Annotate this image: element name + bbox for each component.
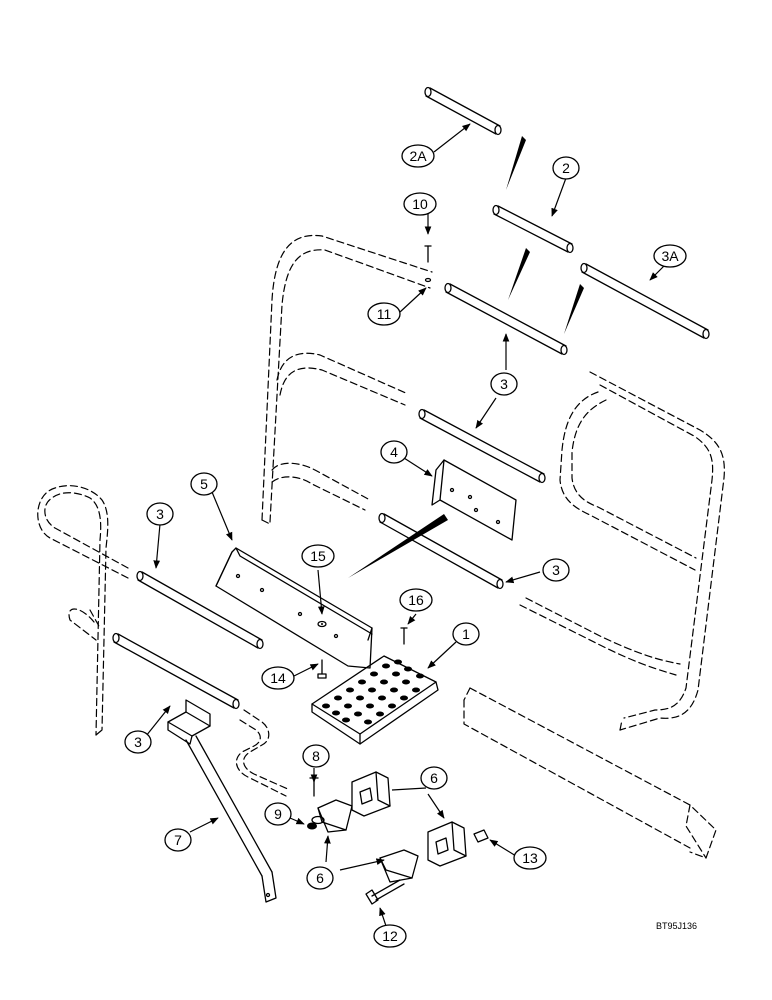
svg-text:3: 3 bbox=[156, 506, 164, 522]
leader-lines bbox=[145, 123, 665, 927]
svg-text:4: 4 bbox=[390, 444, 398, 460]
callout-4: 4 bbox=[380, 440, 408, 464]
callout-3-right: 3 bbox=[542, 558, 570, 582]
svg-text:12: 12 bbox=[382, 928, 398, 944]
svg-text:11: 11 bbox=[377, 306, 392, 322]
rail-2a bbox=[424, 86, 502, 136]
svg-text:16: 16 bbox=[408, 592, 424, 608]
rail-3-left-upper bbox=[136, 570, 264, 650]
svg-text:13: 13 bbox=[522, 850, 538, 866]
callout-13: 13 bbox=[513, 846, 547, 870]
wedge-pointers bbox=[348, 136, 584, 578]
callout-6-upper: 6 bbox=[420, 766, 448, 790]
callout-15: 15 bbox=[301, 544, 335, 568]
callout-6-lower: 6 bbox=[306, 866, 334, 890]
callout-3-left-upper: 3 bbox=[146, 502, 174, 526]
svg-text:3: 3 bbox=[134, 734, 142, 750]
callout-3-left-lower: 3 bbox=[124, 730, 152, 754]
svg-text:3: 3 bbox=[500, 376, 508, 392]
svg-text:5: 5 bbox=[200, 476, 208, 492]
callout-5: 5 bbox=[190, 472, 218, 496]
svg-text:6: 6 bbox=[316, 870, 324, 886]
callout-10: 10 bbox=[403, 192, 437, 216]
callout-8: 8 bbox=[302, 744, 330, 768]
svg-text:3A: 3A bbox=[661, 248, 679, 264]
callout-2a: 2A bbox=[401, 144, 435, 168]
callout-16: 16 bbox=[399, 588, 433, 612]
svg-text:14: 14 bbox=[270, 670, 286, 686]
callout-12: 12 bbox=[373, 924, 407, 948]
rail-3a bbox=[580, 262, 710, 340]
hardware bbox=[307, 245, 489, 905]
rail-3-middle bbox=[418, 408, 546, 484]
svg-text:9: 9 bbox=[274, 806, 282, 822]
svg-text:2A: 2A bbox=[409, 148, 427, 164]
kick-plate-phantom bbox=[463, 687, 717, 859]
svg-text:8: 8 bbox=[312, 748, 320, 764]
mount-brackets-6 bbox=[317, 771, 467, 883]
angle-plate-5 bbox=[215, 547, 373, 669]
svg-text:2: 2 bbox=[562, 160, 570, 176]
rail-3-upper bbox=[444, 282, 568, 356]
callout-3-center: 3 bbox=[490, 372, 518, 396]
svg-text:3: 3 bbox=[552, 562, 560, 578]
figure-reference-code: BT95J136 bbox=[656, 921, 697, 931]
bracket-4 bbox=[431, 459, 517, 541]
callout-2: 2 bbox=[552, 156, 580, 180]
rail-2 bbox=[492, 204, 574, 254]
rail-3-left-lower bbox=[112, 632, 240, 710]
callout-14: 14 bbox=[261, 666, 295, 690]
svg-text:6: 6 bbox=[430, 770, 438, 786]
callout-3a: 3A bbox=[653, 244, 687, 268]
support-brace-7 bbox=[167, 699, 277, 903]
svg-text:10: 10 bbox=[412, 196, 428, 212]
right-handrail-frame bbox=[519, 371, 725, 731]
callout-9: 9 bbox=[264, 802, 292, 826]
svg-text:1: 1 bbox=[462, 626, 470, 642]
svg-text:15: 15 bbox=[310, 548, 326, 564]
lower-bent-rail bbox=[235, 709, 291, 797]
step-plate-holes bbox=[322, 659, 424, 725]
callout-1: 1 bbox=[452, 622, 480, 646]
svg-text:7: 7 bbox=[174, 832, 182, 848]
step-plate-1 bbox=[311, 655, 439, 745]
rail-3-right bbox=[378, 512, 504, 590]
callout-7: 7 bbox=[164, 828, 192, 852]
left-side-frame bbox=[37, 485, 129, 736]
left-handrail-frame bbox=[261, 234, 433, 525]
callout-11: 11 bbox=[367, 302, 401, 326]
